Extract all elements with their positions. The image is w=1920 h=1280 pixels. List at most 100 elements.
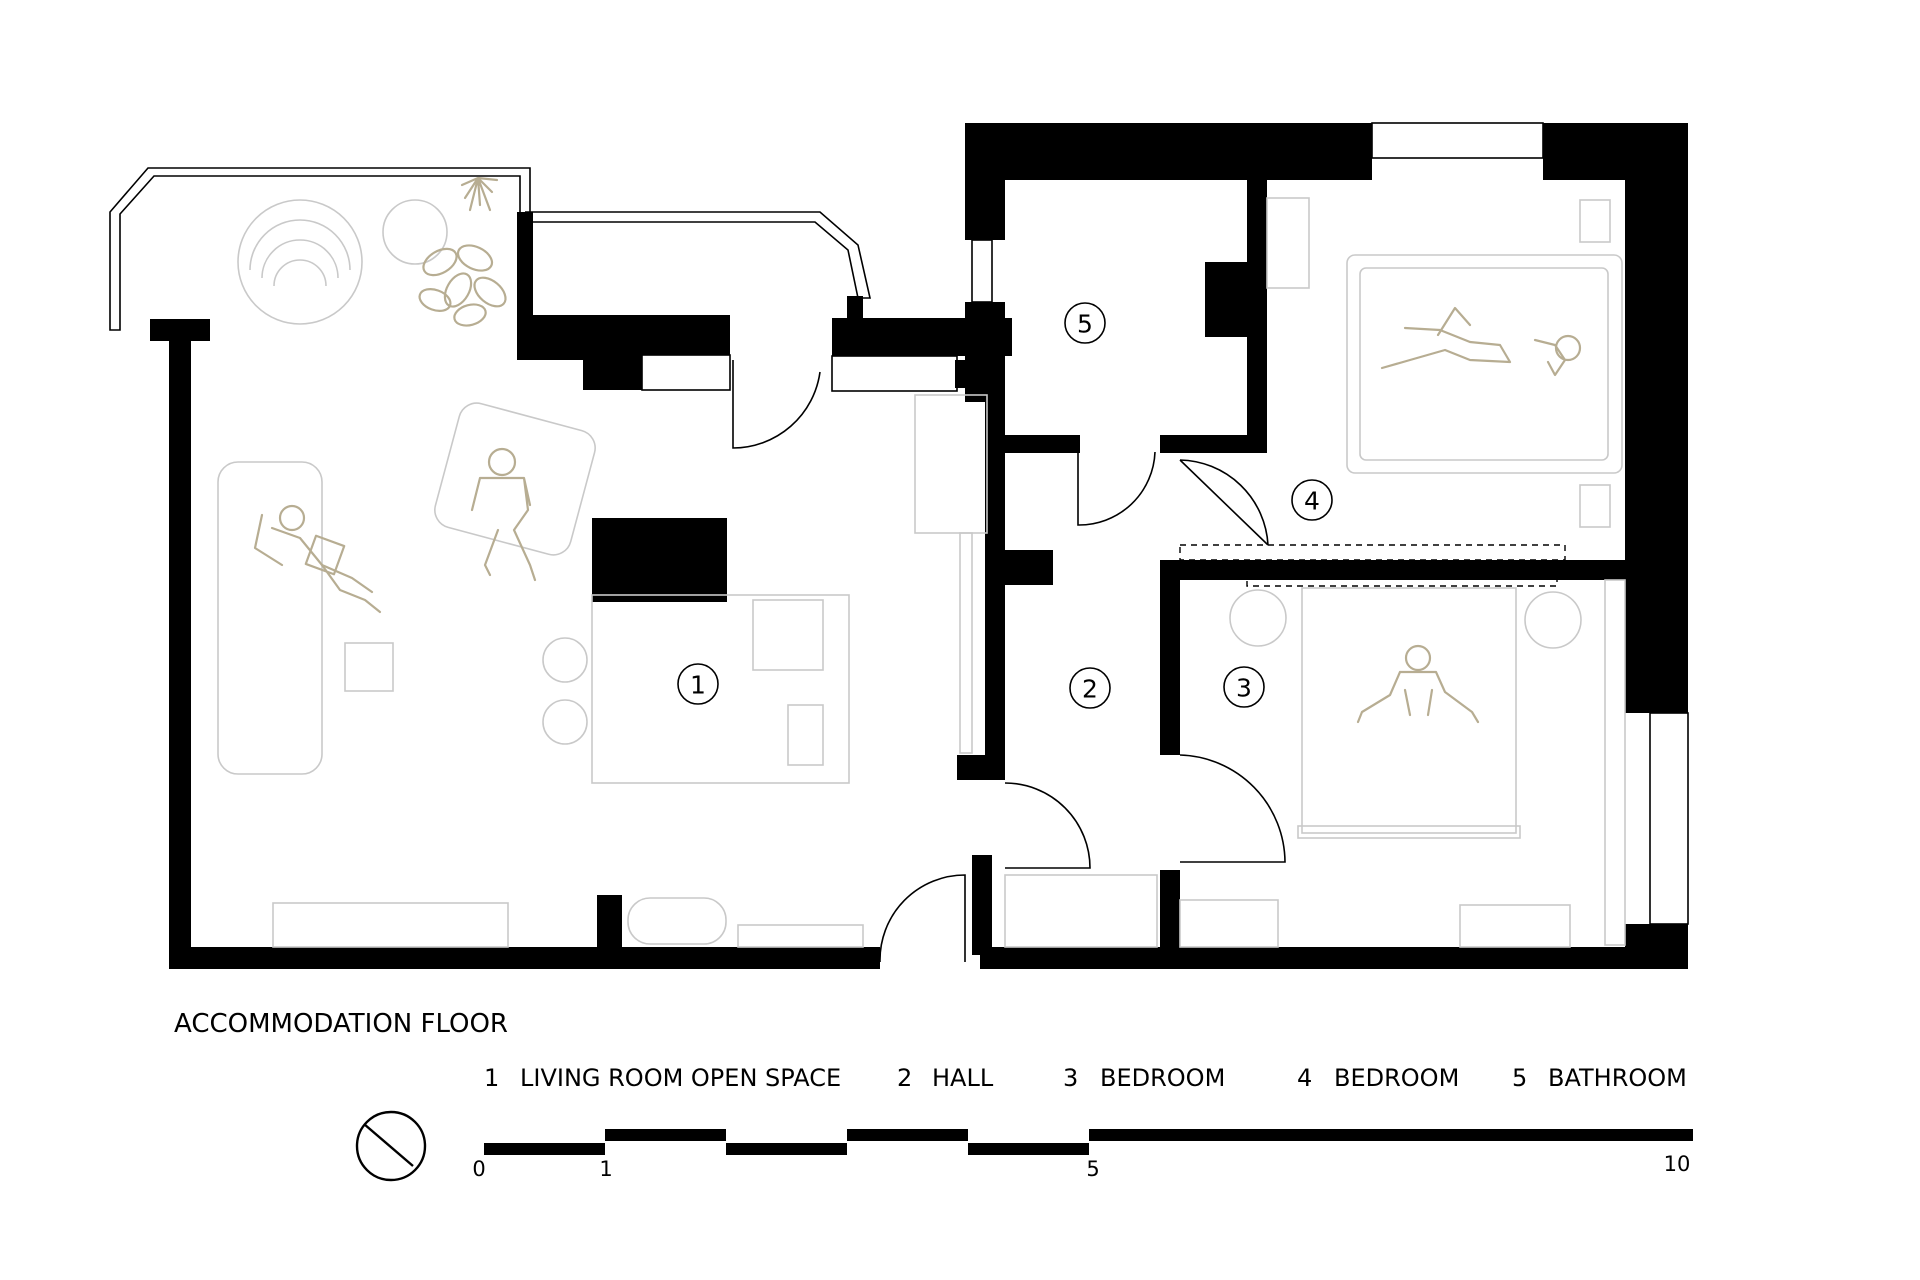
- person-bed3: [1356, 644, 1480, 724]
- door-bed3-threshold: [1246, 577, 1558, 587]
- svg-text:1: 1: [690, 671, 706, 700]
- window-sill: [641, 354, 731, 391]
- svg-text:5: 5: [1077, 310, 1093, 339]
- stool: [344, 642, 394, 692]
- room-marker-3: 3: [1223, 666, 1265, 708]
- wall-bottom-stub: [597, 895, 622, 969]
- sink: [787, 704, 824, 766]
- bar-stool-1: [542, 637, 588, 683]
- wall-bed3-left: [1160, 560, 1180, 755]
- kitchen-island: [591, 594, 850, 784]
- windows: [109, 122, 1689, 925]
- nightstand-b4-bottom: [1579, 484, 1611, 528]
- doors: [732, 360, 1566, 963]
- window-right: [1649, 712, 1689, 925]
- furniture: [217, 197, 1626, 948]
- legend-name-2: HALL: [932, 1064, 994, 1092]
- room-legend: 1 LIVING ROOM OPEN SPACE 2 HALL 3 BEDROO…: [484, 1064, 1687, 1092]
- scale-label-5: 5: [1086, 1157, 1099, 1181]
- wall-bath-bottom-l: [1005, 435, 1080, 453]
- scale-seg-4: [847, 1129, 968, 1141]
- plant-leaves: [418, 244, 507, 327]
- scale-bar: 0 1 5 10: [472, 1129, 1693, 1181]
- armchair: [434, 402, 596, 556]
- bed-b4: [1346, 254, 1623, 474]
- room-markers: 1 2 3 4 5: [677, 302, 1333, 709]
- scale-seg-3: [726, 1143, 847, 1155]
- legend-number-4: 4: [1297, 1064, 1312, 1092]
- balcony-rail-right: [525, 211, 872, 299]
- decor: [253, 176, 1582, 724]
- plant-palm: [460, 176, 499, 212]
- rug-round: [237, 199, 363, 325]
- wall-hall-block: [1005, 550, 1053, 585]
- window-sill-right: [831, 355, 958, 392]
- legend-name-4: BEDROOM: [1334, 1064, 1459, 1092]
- legend-name-5: BATHROOM: [1548, 1064, 1687, 1092]
- kitchen-hood-block: [592, 518, 727, 602]
- legend-number-1: 1: [484, 1064, 499, 1092]
- legend-name-3: BEDROOM: [1100, 1064, 1225, 1092]
- rug-pattern: [249, 219, 351, 287]
- door-bed4-arc: [1179, 459, 1269, 546]
- person-bed4: [1380, 306, 1582, 377]
- door-bed4-leaf: [1179, 459, 1269, 546]
- door-hall: [1004, 782, 1091, 869]
- wall-top-middle: [517, 212, 730, 390]
- nightstand-b4-top: [1579, 199, 1611, 243]
- cabinet: [914, 394, 988, 534]
- scale-seg-2: [605, 1129, 726, 1141]
- wall-top-a: [965, 123, 1372, 180]
- wall-bath-right: [1247, 180, 1267, 440]
- bench: [627, 897, 727, 945]
- wall-bed-divider-end: [1590, 560, 1625, 580]
- shoe-rack: [737, 924, 864, 948]
- svg-text:3: 3: [1236, 674, 1252, 703]
- wall-right-upper: [1625, 123, 1688, 713]
- wall-left-top: [965, 123, 1005, 240]
- desk-b3: [1459, 904, 1571, 948]
- desk-b4: [1266, 197, 1310, 289]
- window-top: [1371, 122, 1544, 159]
- room-marker-4: 4: [1291, 479, 1333, 521]
- window-bath: [971, 239, 993, 303]
- wall-left-corner: [150, 319, 210, 341]
- legend-name-1: LIVING ROOM OPEN SPACE: [520, 1064, 841, 1092]
- balcony-rail: [109, 167, 531, 331]
- wall-bed-divider: [1160, 560, 1625, 580]
- walls: [150, 123, 1688, 969]
- plan-title: ACCOMMODATION FLOOR: [174, 1009, 508, 1039]
- room-marker-1: 1: [677, 663, 719, 705]
- dresser-b3: [1179, 899, 1279, 948]
- sofa: [217, 461, 323, 775]
- svg-text:2: 2: [1082, 675, 1098, 704]
- door-bed4-threshold: [1179, 544, 1566, 561]
- scale-seg-1: [484, 1143, 605, 1155]
- scale-label-10: 10: [1664, 1152, 1691, 1176]
- sideboard: [272, 902, 509, 948]
- door-bed3: [1179, 754, 1286, 863]
- north-arrow-icon: [355, 1110, 427, 1182]
- bed-b4-inner: [1359, 267, 1609, 461]
- nightstand-b3-right: [1524, 591, 1582, 649]
- scale-seg-6: [1089, 1129, 1693, 1141]
- room-marker-2: 2: [1069, 667, 1111, 709]
- side-table: [382, 199, 448, 265]
- scale-seg-5: [968, 1143, 1089, 1155]
- wall-bath-niche: [1205, 262, 1250, 337]
- person-sofa: [253, 504, 382, 614]
- cooktop: [752, 599, 824, 671]
- svg-text:4: 4: [1304, 487, 1320, 516]
- legend-number-2: 2: [897, 1064, 912, 1092]
- wardrobe-b3: [1604, 579, 1626, 946]
- scale-label-1: 1: [599, 1157, 612, 1181]
- legend-number-3: 3: [1063, 1064, 1078, 1092]
- room-marker-5: 5: [1064, 302, 1106, 344]
- wall-left: [169, 339, 191, 969]
- door-entry: [879, 874, 966, 963]
- bar-stool-2: [542, 699, 588, 745]
- bed-b3-foot: [1297, 825, 1521, 839]
- wall-entry-stub: [972, 855, 992, 955]
- wall-hall-left: [985, 390, 1005, 770]
